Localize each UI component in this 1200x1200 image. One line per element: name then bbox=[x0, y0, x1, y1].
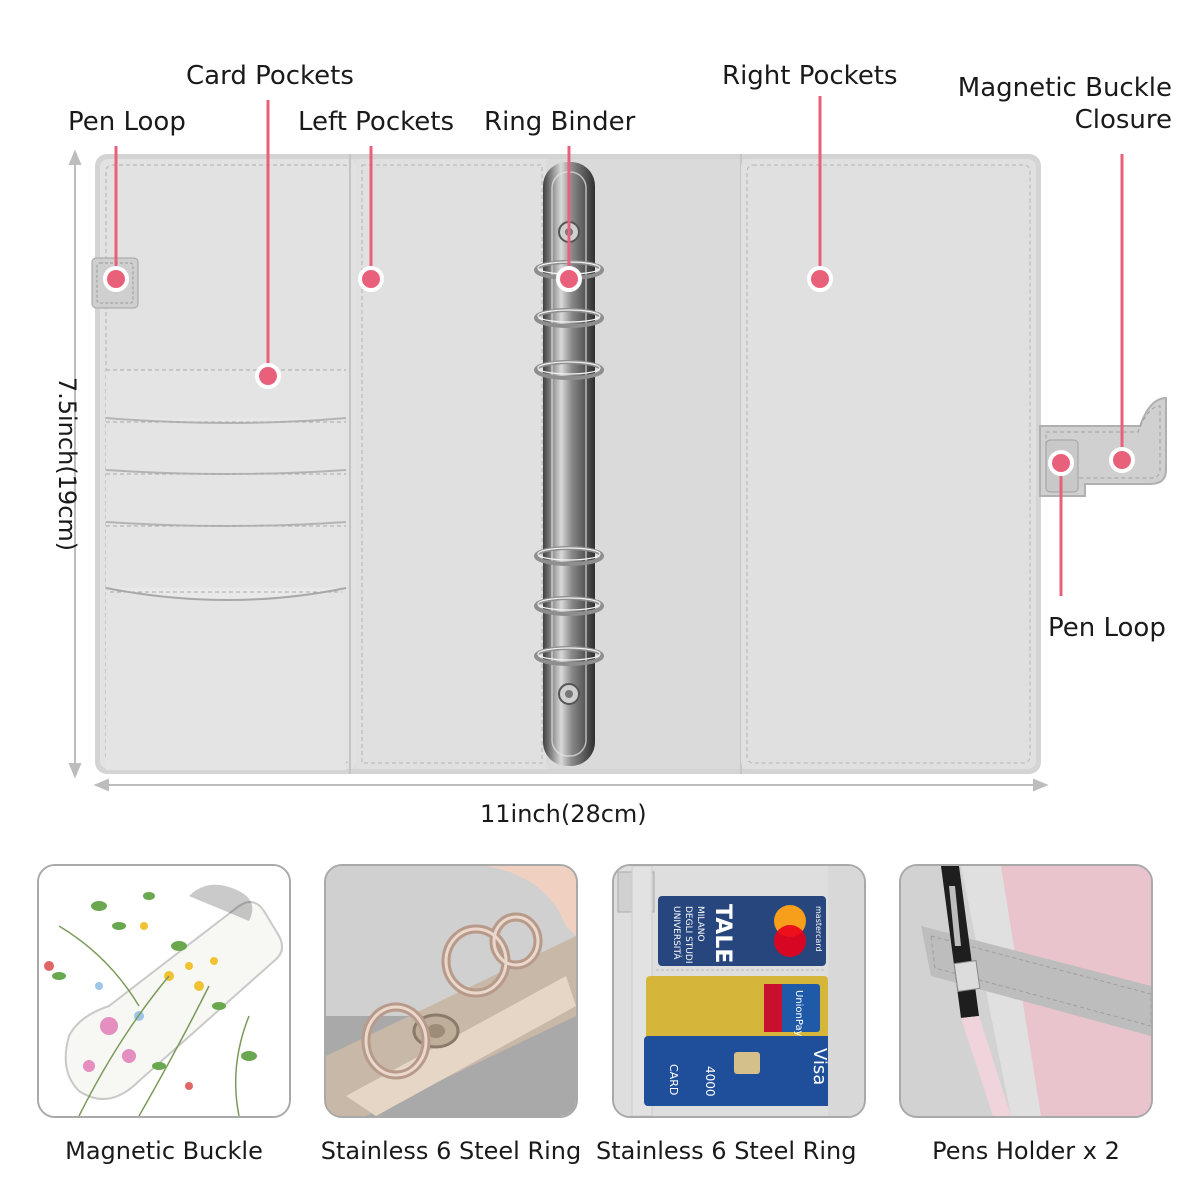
callout-pen-loop-right: Pen Loop bbox=[1048, 613, 1166, 643]
caption-steel-ring-1: Stainless 6 Steel Ring bbox=[320, 1137, 582, 1165]
card-tale: TALE bbox=[710, 904, 735, 963]
card-unionpay: UnionPay bbox=[793, 990, 804, 1037]
binder-illustration bbox=[68, 96, 1167, 792]
thumbnail-steel-ring-closeup bbox=[324, 864, 578, 1118]
callout-magnetic-buckle-line2: Closure bbox=[1074, 105, 1172, 135]
callout-pen-loop-left: Pen Loop bbox=[68, 107, 186, 137]
card-uni-line2: DEGLI STUDI bbox=[683, 906, 693, 964]
ring-binder-mechanism bbox=[534, 162, 604, 766]
card-visa-logo: Visa bbox=[809, 1048, 830, 1085]
magnetic-buckle-strap bbox=[1039, 396, 1167, 497]
dimension-width-label: 11inch(28cm) bbox=[480, 800, 647, 828]
left-pocket-panel bbox=[356, 159, 546, 769]
caption-pens-holder: Pens Holder x 2 bbox=[932, 1137, 1120, 1165]
caption-magnetic-buckle: Magnetic Buckle bbox=[65, 1137, 263, 1165]
callout-left-pockets: Left Pockets bbox=[298, 107, 454, 137]
callout-magnetic-buckle-line1: Magnetic Buckle bbox=[957, 73, 1172, 103]
card-mastercard: mastercard bbox=[814, 906, 823, 952]
caption-steel-ring-2: Stainless 6 Steel Ring bbox=[596, 1137, 857, 1165]
thumbnail-pens-holder bbox=[899, 864, 1153, 1118]
callout-magnetic-buckle-closure: Magnetic Buckle Closure bbox=[930, 73, 1172, 135]
callout-ring-binder: Ring Binder bbox=[484, 107, 636, 137]
callout-right-pockets: Right Pockets bbox=[722, 61, 898, 91]
card-pocket-slots bbox=[105, 369, 347, 770]
dimension-height-label: 7.5inch(19cm) bbox=[53, 376, 81, 552]
card-uni-line3: MILANO bbox=[695, 906, 705, 942]
thumbnail-card-pockets: UNIVERSITÀ DEGLI STUDI MILANO TALE maste… bbox=[612, 864, 866, 1118]
card-uni-line1: UNIVERSITÀ bbox=[671, 906, 683, 960]
height-dimension-arrow bbox=[68, 149, 82, 779]
card-number: 4000 bbox=[703, 1066, 717, 1097]
callout-dots bbox=[103, 266, 1135, 476]
callout-card-pockets: Card Pockets bbox=[186, 61, 354, 91]
pen bbox=[941, 866, 1011, 1116]
right-pocket-panel bbox=[741, 159, 1036, 769]
card-word: CARD bbox=[667, 1064, 680, 1095]
thumbnail-magnetic-buckle bbox=[37, 864, 291, 1118]
width-dimension-arrow bbox=[93, 778, 1049, 792]
